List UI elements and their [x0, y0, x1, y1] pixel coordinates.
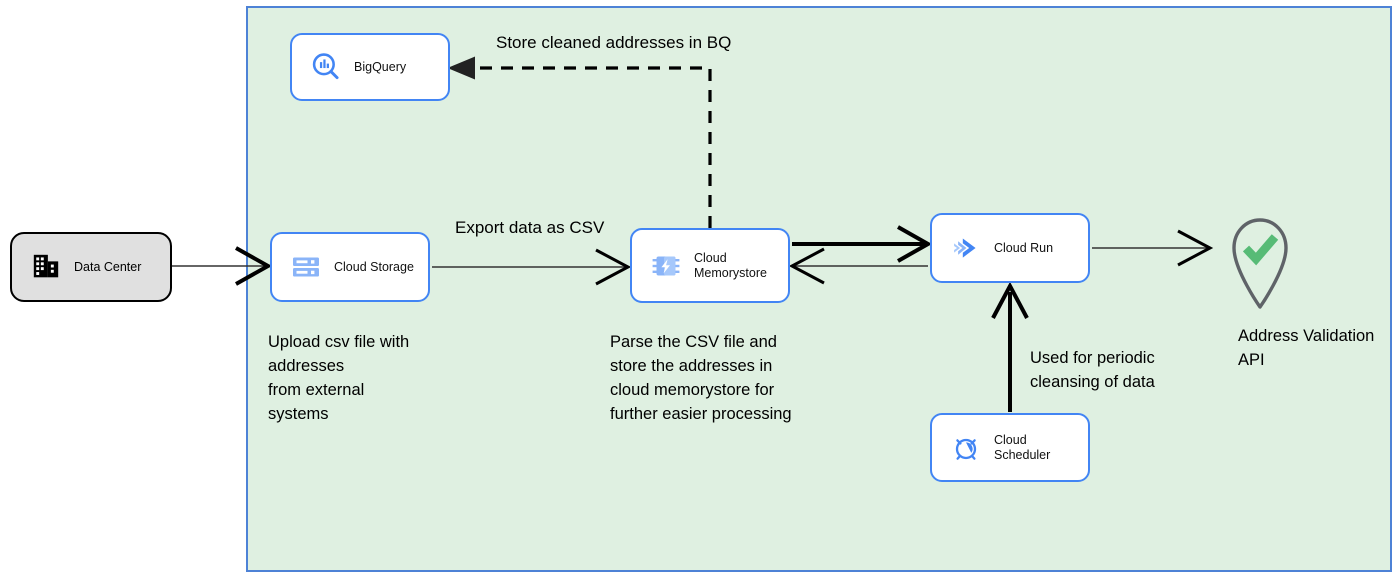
edge-label-export-csv: Export data as CSV: [455, 218, 605, 237]
annotation-upload-csv: Upload csv file with addresses from exte…: [268, 333, 410, 423]
address-validation-api-icon[interactable]: [1222, 208, 1298, 312]
cloud-run-icon: [948, 230, 984, 266]
edge-label-periodic-cleansing: Used for periodic cleansing of data: [1030, 349, 1155, 391]
node-bigquery-label: BigQuery: [354, 59, 407, 74]
node-datacenter-label: Data Center: [74, 259, 142, 274]
bigquery-icon: [308, 49, 344, 85]
node-cloud-storage-label: Cloud Storage: [334, 259, 414, 274]
address-validation-api-label: Address Validation API: [1238, 327, 1375, 369]
datacenter-building-icon: [28, 249, 64, 285]
cloud-storage-icon: [288, 249, 324, 285]
map-pin-check-icon: [1232, 218, 1288, 309]
node-bigquery[interactable]: BigQuery: [290, 33, 450, 101]
node-datacenter[interactable]: Data Center: [10, 232, 172, 302]
node-cloud-memorystore[interactable]: Cloud Memorystore: [630, 228, 790, 303]
edge-label-store-bq: Store cleaned addresses in BQ: [496, 33, 732, 52]
node-cloud-scheduler[interactable]: Cloud Scheduler: [930, 413, 1090, 482]
node-cloud-storage[interactable]: Cloud Storage: [270, 232, 430, 302]
annotation-parse-csv: Parse the CSV file and store the address…: [610, 333, 792, 423]
cloud-memorystore-icon: [648, 248, 684, 284]
cloud-scheduler-icon: [948, 430, 984, 466]
node-cloud-run-label: Cloud Run: [994, 240, 1054, 255]
node-cloud-memorystore-label: Cloud Memorystore: [694, 250, 767, 280]
node-cloud-run[interactable]: Cloud Run: [930, 213, 1090, 283]
node-cloud-scheduler-label: Cloud Scheduler: [994, 432, 1051, 462]
